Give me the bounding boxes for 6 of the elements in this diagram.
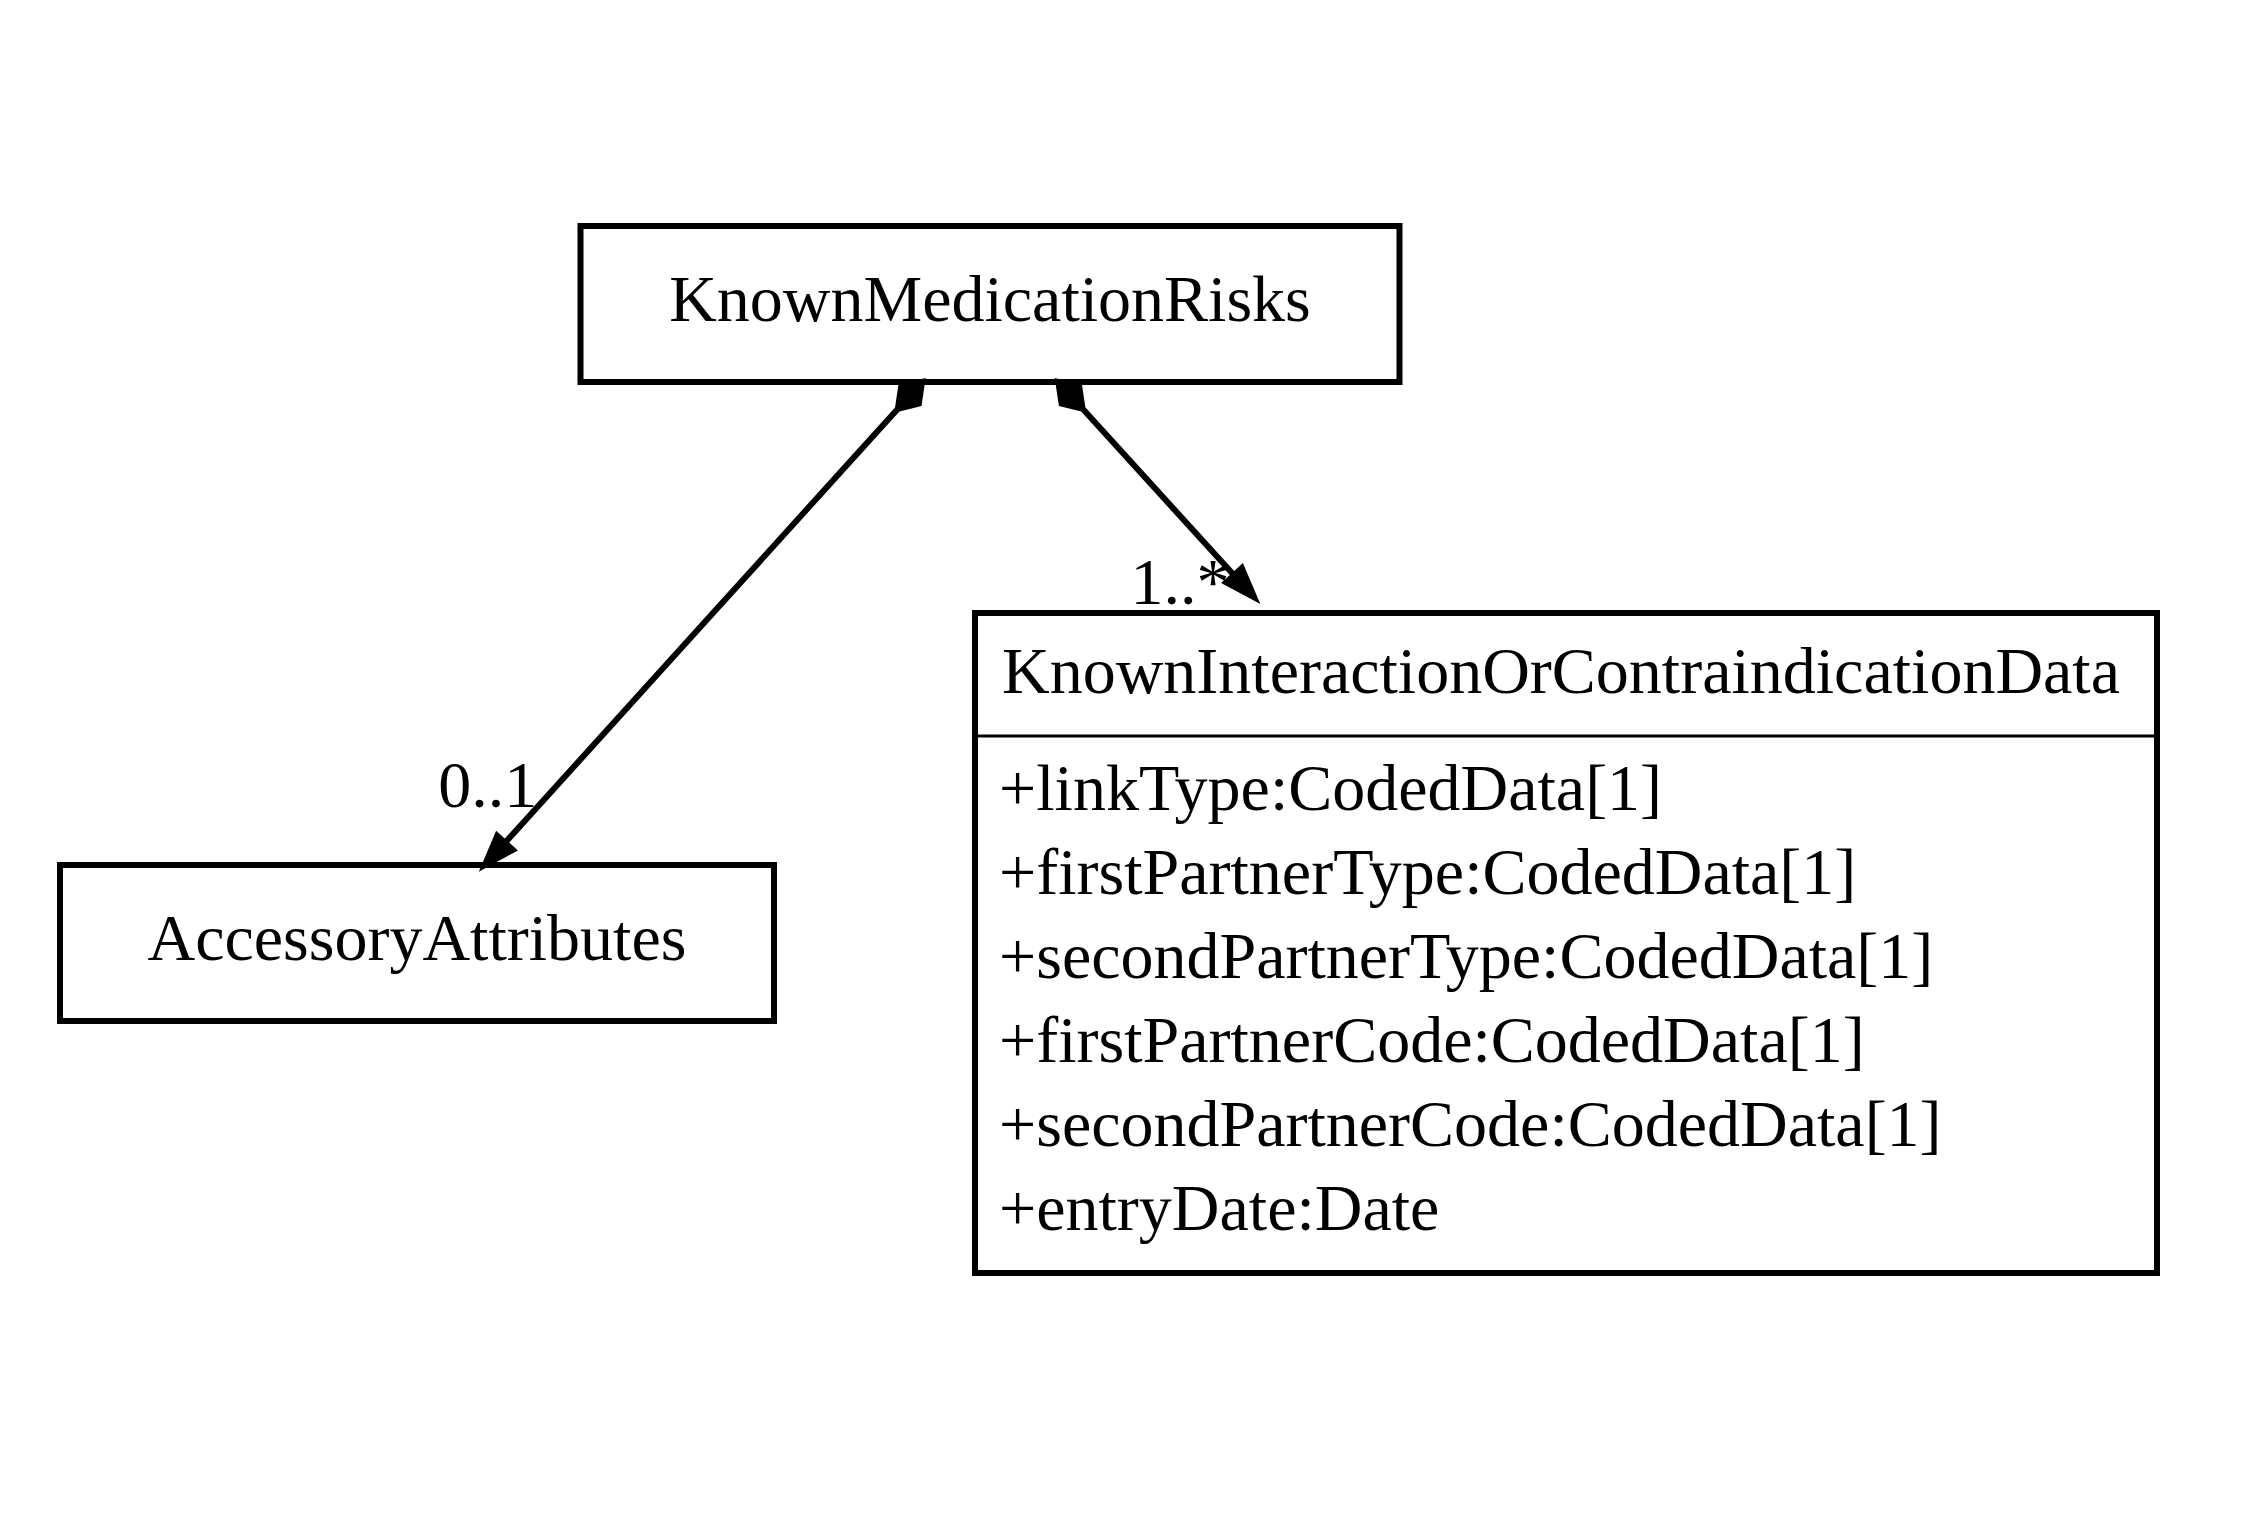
- arrow: [478, 378, 926, 872]
- arrow: [1054, 378, 1261, 605]
- node-box: AccessoryAttributes: [57, 862, 777, 1024]
- node-box: KnownInteractionOrContraindicationData +linkType:CodedData[1] +firstPartnerType:CodedData[1] +secondPartnerType:CodedData[1] +firstPartnerCode:CodedData[1] +secondPartnerCode:CodedData[1] +entryDate:Date: [972, 610, 2160, 1276]
- node-box: KnownMedicationRisks: [577, 223, 1403, 385]
- edge-label: 0..1: [438, 747, 538, 821]
